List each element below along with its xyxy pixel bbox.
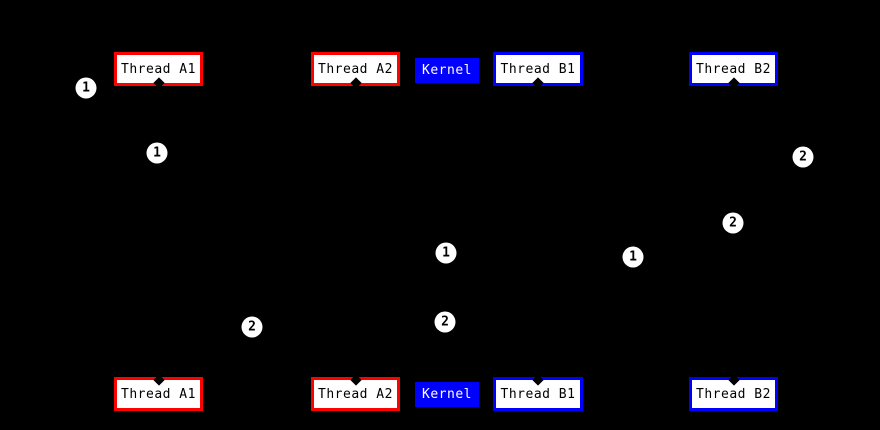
lifeline-attach-notch (152, 374, 165, 386)
node-thread-a1-top: Thread A1 (114, 52, 203, 89)
node-label: Thread A1 (121, 386, 196, 402)
order-badge: 2 (792, 146, 814, 168)
node-thread-b1-top: Thread B1 (493, 52, 583, 89)
lifeline-attach-notch (532, 374, 544, 386)
node-kernel-top: Kernel (415, 58, 479, 83)
node-thread-b2-top: Thread B2 (689, 52, 778, 89)
order-badge: 1 (75, 77, 97, 99)
node-thread-b2-bottom: Thread B2 (689, 374, 778, 411)
order-badge: 2 (434, 311, 456, 333)
node-label: Thread B1 (500, 386, 576, 402)
order-badge: 2 (722, 212, 744, 234)
node-label: Thread B2 (696, 61, 771, 77)
lifeline-attach-notch (349, 77, 362, 89)
node-label: Thread B1 (500, 61, 576, 77)
lifeline-attach-notch (727, 77, 740, 89)
lifeline-attach-notch (152, 77, 165, 89)
order-badge: 1 (435, 242, 457, 264)
node-label: Thread A2 (318, 386, 393, 402)
node-thread-a2-bottom: Thread A2 (311, 374, 400, 411)
node-thread-a1-bottom: Thread A1 (114, 374, 203, 411)
order-badge: 2 (241, 316, 263, 338)
lifeline-attach-notch (349, 374, 362, 386)
order-badge: 1 (622, 246, 644, 268)
node-label: Thread A1 (121, 61, 196, 77)
node-thread-b1-bottom: Thread B1 (493, 374, 583, 411)
node-kernel-bottom: Kernel (415, 382, 479, 407)
order-badge: 1 (146, 142, 168, 164)
lifeline-attach-notch (532, 77, 544, 89)
node-label: Kernel (422, 387, 472, 402)
node-label: Thread B2 (696, 386, 771, 402)
node-label: Thread A2 (318, 61, 393, 77)
node-label: Kernel (422, 63, 472, 78)
node-thread-a2-top: Thread A2 (311, 52, 400, 89)
lifeline-attach-notch (727, 374, 740, 386)
